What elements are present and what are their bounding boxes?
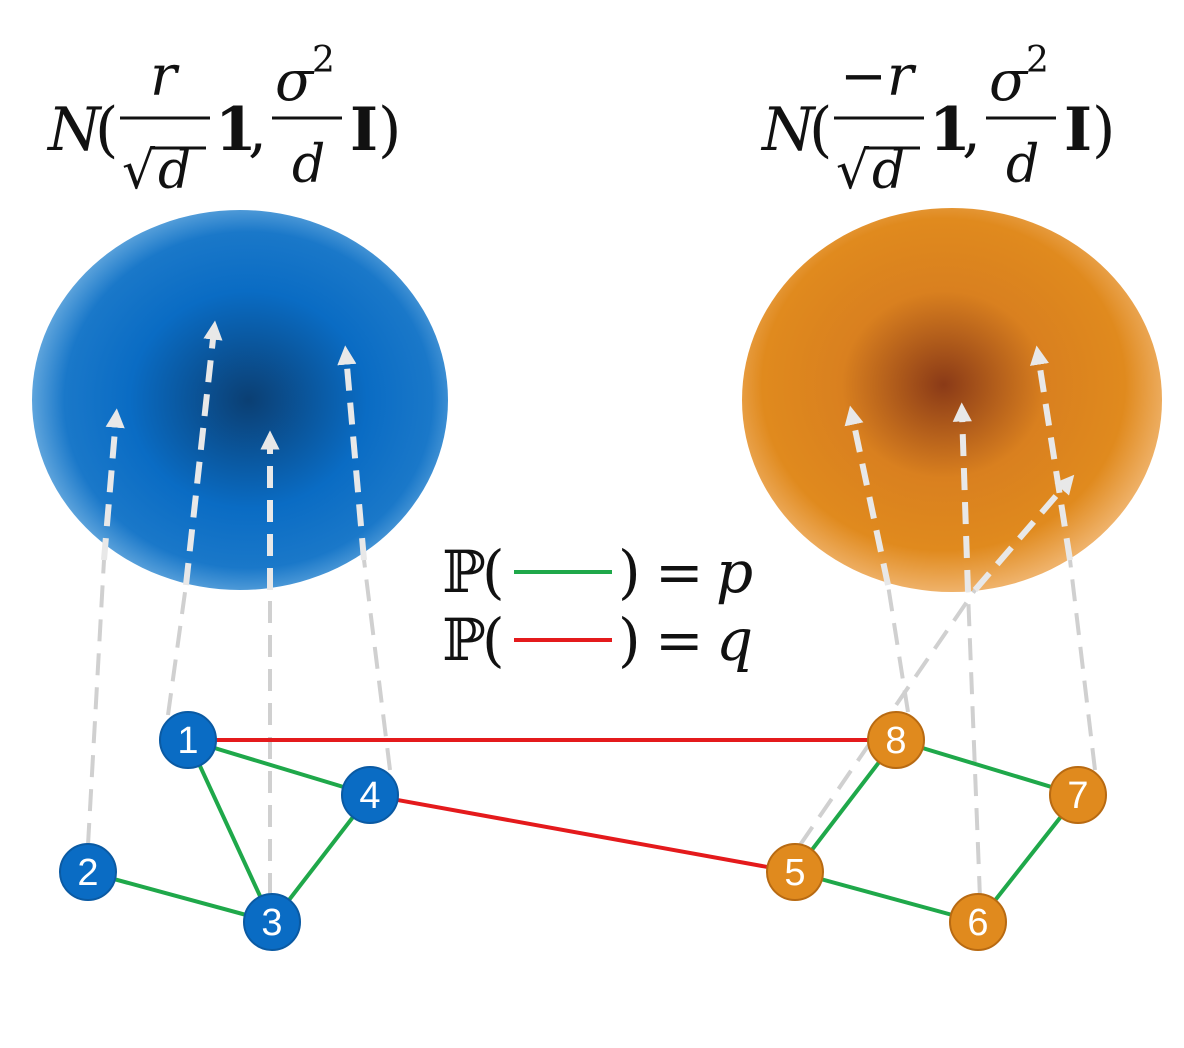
node-label-8: 8 [885, 720, 906, 762]
formula-right-one-vector: 1 [929, 95, 971, 165]
node-circle-3 [243, 893, 301, 951]
node-circle-6 [949, 893, 1007, 951]
projection-line-2 [86, 559, 106, 846]
orange-gaussian-blob [742, 208, 1162, 592]
node-7: 7 [1049, 766, 1107, 824]
formula-right-sigma-sup: 2 [1026, 40, 1049, 81]
formula-right-numerator: −r [840, 44, 917, 109]
projection-line-1 [166, 584, 188, 716]
node-label-7: 7 [1067, 775, 1088, 817]
legend-green-value: p [716, 538, 753, 606]
formula-right: N ( −r √ d 1 , σ 2 d I ) [760, 40, 1115, 201]
legend-green-open: ( [482, 538, 505, 606]
node-label-5: 5 [784, 852, 805, 894]
node-8: 8 [867, 711, 925, 769]
legend-green-close: ) [618, 538, 641, 606]
node-6: 6 [949, 893, 1007, 951]
formula-left-comma: , [248, 95, 267, 165]
formula-right-close-paren: ) [1092, 95, 1115, 165]
node-label-3: 3 [261, 902, 282, 944]
edge-legend: ℙ ( ) = p ℙ ( ) = q [442, 538, 753, 674]
formula-left-close-paren: ) [378, 95, 401, 165]
node-circle-2 [59, 843, 117, 901]
formula-right-open-paren: ( [809, 95, 832, 165]
formula-left: N ( r √ d 1 , σ 2 d I ) [46, 40, 401, 201]
legend-red-value: q [716, 606, 753, 674]
legend-red-P: ℙ [442, 606, 486, 674]
formula-left-sigma-sup: 2 [312, 40, 335, 81]
node-circle-4 [341, 766, 399, 824]
legend-green-row: ℙ ( ) = p [442, 538, 753, 606]
arrow-node-8 [844, 405, 891, 586]
formula-right-comma: , [962, 95, 981, 165]
node-label-6: 6 [967, 902, 988, 944]
node-circle-1 [159, 711, 217, 769]
edge-1-4 [187, 738, 371, 797]
edge-2-3 [87, 870, 273, 924]
formula-left-one-vector: 1 [215, 95, 257, 165]
formula-left-denominator: d [158, 141, 191, 201]
node-circle-5 [766, 843, 824, 901]
node-circle-7 [1049, 766, 1107, 824]
formula-right-sqrt: √ [836, 141, 870, 201]
node-4: 4 [341, 766, 399, 824]
node-1: 1 [159, 711, 217, 769]
projection-line-4 [362, 559, 392, 771]
edge-5-6 [794, 870, 979, 924]
node-circle-8 [867, 711, 925, 769]
formula-left-open-paren: ( [95, 95, 118, 165]
formula-right-denominator-2: d [1006, 135, 1039, 195]
legend-green-equals: = [655, 538, 704, 606]
arrow-node-1 [183, 320, 223, 586]
formula-left-sqrt: √ [122, 141, 156, 201]
legend-red-equals: = [655, 606, 704, 674]
formula-right-denominator: d [872, 141, 905, 201]
projection-line-6 [966, 591, 982, 899]
node-2: 2 [59, 843, 117, 901]
embedding-arrows [101, 320, 1075, 593]
legend-red-close: ) [618, 606, 641, 674]
edge-1-3 [186, 739, 274, 923]
formula-right-N: N [760, 95, 817, 165]
node-label-2: 2 [77, 852, 98, 894]
formula-left-identity: I [350, 95, 378, 165]
formula-left-denominator-2: d [292, 135, 325, 195]
edge-4-5 [369, 793, 796, 874]
formula-right-identity: I [1064, 95, 1092, 165]
projection-line-7 [1068, 559, 1097, 771]
node-label-4: 4 [359, 775, 380, 817]
arrow-node-2 [101, 408, 125, 561]
legend-red-row: ℙ ( ) = q [442, 606, 753, 674]
node-3: 3 [243, 893, 301, 951]
formula-right-sigma: σ [989, 49, 1029, 114]
arrow-node-5 [972, 474, 1075, 592]
edge-8-7 [895, 738, 1079, 797]
blue-gaussian-blob [32, 210, 448, 590]
formula-left-numerator: r [150, 44, 180, 109]
formula-left-sigma: σ [275, 49, 315, 114]
arrow-node-6 [952, 402, 972, 593]
graph-edges [87, 738, 1080, 924]
legend-red-open: ( [482, 606, 505, 674]
formula-left-N: N [46, 95, 103, 165]
arrow-node-4 [337, 345, 367, 561]
legend-green-P: ℙ [442, 538, 486, 606]
graph-nodes: 1 2 3 4 5 6 7 8 [59, 711, 1107, 951]
node-label-1: 1 [177, 720, 198, 762]
node-5: 5 [766, 843, 824, 901]
arrow-node-7 [1029, 345, 1073, 561]
